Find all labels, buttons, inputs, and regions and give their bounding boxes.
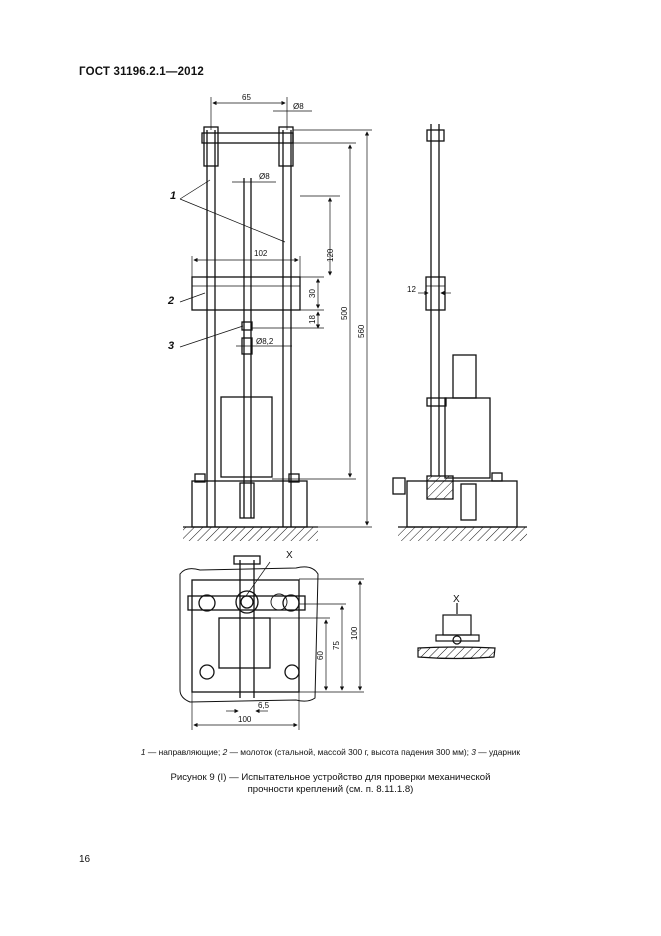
dim-rod-dia: Ø8 <box>293 102 304 111</box>
legend-text-2: — молоток (стальной, массой 300 г, высот… <box>227 747 472 757</box>
plan-view-labels: X 100 75 60 6,5 100 <box>238 550 359 724</box>
dim-inner-dia: Ø8 <box>259 172 270 181</box>
front-view <box>183 126 318 541</box>
front-view-dimensions <box>179 97 372 528</box>
detail-x <box>417 603 496 660</box>
plan-view-dimensions <box>191 561 364 730</box>
dim-560: 560 <box>357 324 366 338</box>
dim-30: 30 <box>308 289 317 298</box>
dim-plan-100-h: 100 <box>350 626 359 640</box>
figure-legend: 1 — направляющие; 2 — молоток (стальной,… <box>60 747 601 757</box>
caption-line-2: прочности креплений (см. п. 8.11.1.8) <box>247 784 414 795</box>
dim-500: 500 <box>340 306 349 320</box>
plan-view <box>179 555 319 703</box>
legend-text-3: — ударник <box>475 747 521 757</box>
dim-65: 65 <box>242 93 251 102</box>
dim-plan-6-5: 6,5 <box>258 701 270 710</box>
dim-18: 18 <box>308 315 317 324</box>
page-number: 16 <box>79 854 91 865</box>
legend-number-1: 1 <box>140 747 146 757</box>
dim-side-12: 12 <box>407 285 416 294</box>
legend-number-3: 3 <box>471 747 476 757</box>
document-header: ГОСТ 31196.2.1—2012 <box>79 66 204 78</box>
legend-number-2: 2 <box>222 747 228 757</box>
dim-120: 120 <box>326 248 335 262</box>
label-guides: 1 <box>170 190 176 202</box>
side-view <box>392 124 527 541</box>
dim-plan-100-w: 100 <box>238 715 252 724</box>
label-striker: 3 <box>168 340 174 352</box>
legend-text-1: — направляющие; <box>145 747 223 757</box>
label-hammer: 2 <box>167 295 174 307</box>
label-detail-x: X <box>453 594 460 605</box>
dim-102: 102 <box>254 249 268 258</box>
dim-plan-75: 75 <box>332 641 341 650</box>
front-view-labels: 65 Ø8 Ø8 102 120 30 18 500 560 Ø8,2 1 2 … <box>167 93 366 352</box>
label-detail-x-plan: X <box>286 550 293 561</box>
figure-caption: Рисунок 9 (I) — Испытательное устройство… <box>60 772 601 796</box>
caption-line-1: Рисунок 9 (I) — Испытательное устройство… <box>170 772 491 783</box>
dim-plan-60: 60 <box>316 651 325 660</box>
dim-striker-dia: Ø8,2 <box>256 337 274 346</box>
